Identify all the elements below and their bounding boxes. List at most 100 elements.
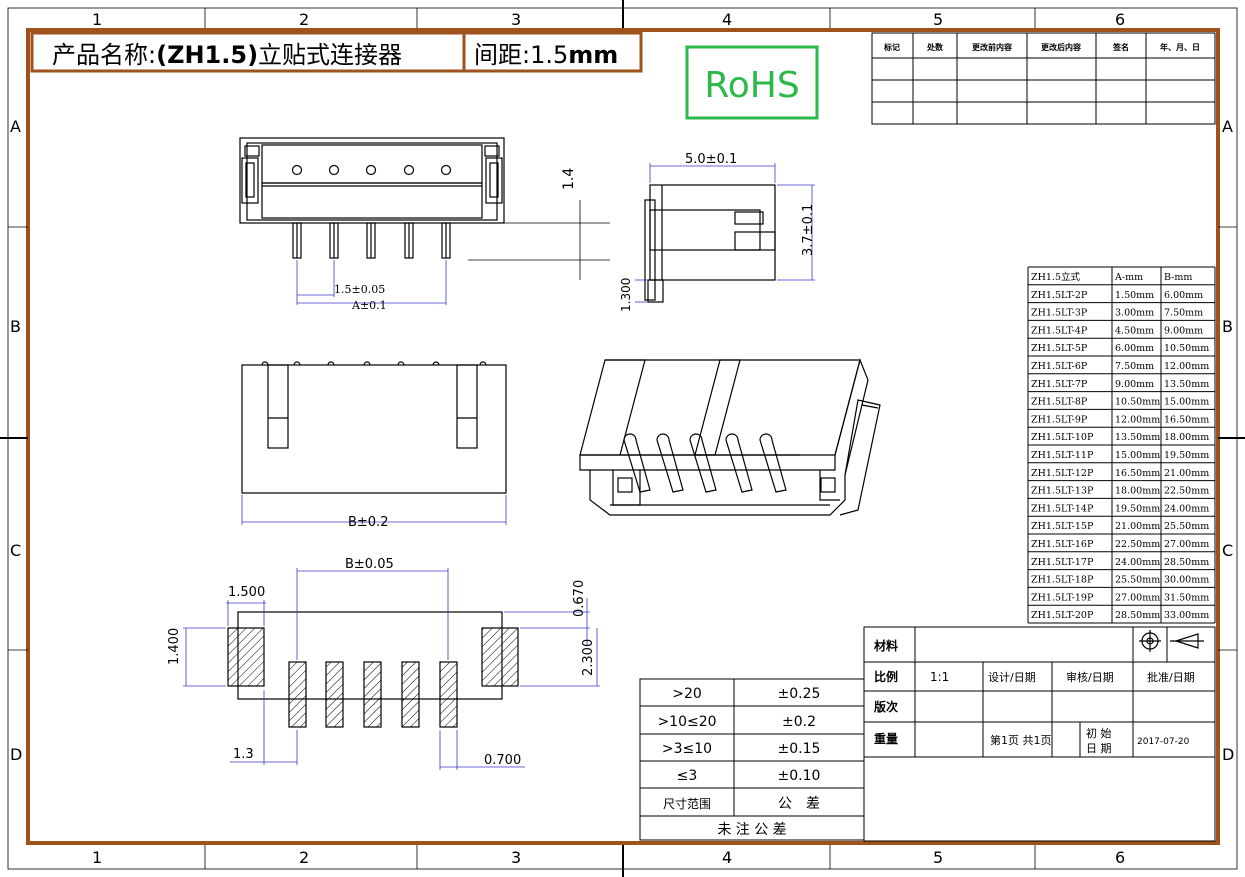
- spec-cell: 18.00mm: [1115, 486, 1160, 497]
- zone-col-1-top: 1: [92, 10, 102, 29]
- dim-pitch: 1.5±0.05: [334, 283, 385, 296]
- rev-header-before: 更改前内容: [972, 42, 1012, 52]
- spec-cell: 12.00mm: [1164, 361, 1209, 372]
- spec-cell: 30.00mm: [1164, 575, 1209, 586]
- dim-pad-width: B±0.05: [345, 557, 394, 572]
- tol-range-3: >3≤10: [662, 741, 712, 757]
- spec-cell: ZH1.5LT-4P: [1031, 325, 1088, 336]
- zone-col-4-top: 4: [722, 10, 732, 29]
- product-label: 产品名称:(ZH1.5)立贴式连接器: [52, 41, 402, 69]
- tol-value-4: ±0.10: [778, 768, 821, 784]
- rev-header-date: 年、月、日: [1160, 42, 1200, 52]
- spec-cell: ZH1.5LT-16P: [1031, 539, 1094, 550]
- main-border: [26, 28, 1220, 845]
- pitch-label: 间距:1.5mm: [474, 41, 618, 69]
- spec-cell: 27.00mm: [1164, 539, 1209, 550]
- zone-row-b-right: B: [1222, 317, 1233, 336]
- pad-dimensions: [183, 568, 600, 770]
- spec-cell: 1.50mm: [1115, 290, 1154, 301]
- spec-cell: 3.00mm: [1115, 308, 1154, 319]
- revision-table: [871, 32, 1216, 125]
- zone-labels: 1 2 3 4 5 6 1 2 3 4 5 6 A B C D A B C D: [10, 10, 1234, 867]
- dim-top-height: 1.4: [561, 168, 577, 190]
- side-view: [644, 184, 776, 303]
- info-version: 版次: [874, 699, 898, 714]
- isometric-view: [579, 358, 881, 516]
- spec-cell: 16.50mm: [1115, 468, 1160, 479]
- spec-cell: 12.00mm: [1115, 414, 1160, 425]
- dim-pad-2300: 2.300: [581, 639, 596, 676]
- spec-header-cell: B-mm: [1164, 272, 1192, 283]
- spec-cell: 13.50mm: [1164, 379, 1209, 390]
- spec-cell: 10.50mm: [1164, 343, 1209, 354]
- dim-pad-0700: 0.700: [484, 753, 521, 768]
- spec-cell: ZH1.5LT-13P: [1031, 486, 1094, 497]
- info-initial-line1: 初 始: [1086, 726, 1112, 740]
- title-block: 产品名称:(ZH1.5)立贴式连接器 间距:1.5mm: [30, 31, 643, 73]
- spec-cell: 15.00mm: [1115, 450, 1160, 461]
- spec-cell: ZH1.5LT-12P: [1031, 468, 1094, 479]
- dim-side-height: 3.7±0.1: [801, 204, 816, 256]
- spec-cell: ZH1.5LT-19P: [1031, 592, 1094, 603]
- pad-3: [363, 661, 382, 728]
- spec-cell: 9.00mm: [1164, 325, 1203, 336]
- spec-cell: ZH1.5LT-10P: [1031, 432, 1094, 443]
- dim-pad-1500: 1.500: [228, 585, 265, 600]
- spec-cell: 28.50mm: [1115, 610, 1160, 621]
- tol-range-2: >10≤20: [657, 714, 716, 730]
- zone-row-c-right: C: [1222, 541, 1233, 560]
- spec-cell: 31.50mm: [1164, 592, 1209, 603]
- dim-pad-0670: 0.670: [572, 580, 587, 617]
- dim-front-width: B±0.2: [348, 515, 389, 530]
- zone-col-5-top: 5: [933, 10, 943, 29]
- dim-side-pin: 1.300: [619, 278, 633, 312]
- zone-row-a-left: A: [10, 117, 21, 136]
- zone-col-4-bottom: 4: [722, 848, 732, 867]
- top-view: [239, 137, 505, 259]
- spec-cell: ZH1.5LT-6P: [1031, 361, 1088, 372]
- zone-col-1-bottom: 1: [92, 848, 102, 867]
- spec-cell: 6.00mm: [1164, 290, 1203, 301]
- spec-cell: 6.00mm: [1115, 343, 1154, 354]
- tol-footer: 未 注 公 差: [717, 822, 786, 838]
- spec-cell: ZH1.5LT-18P: [1031, 575, 1094, 586]
- tolerance-text: >20 ±0.25 >10≤20 ±0.2 >3≤10 ±0.15 ≤3 ±0.…: [657, 686, 820, 838]
- spec-cell: 10.50mm: [1115, 397, 1160, 408]
- info-page: 第1页 共1页: [990, 733, 1052, 747]
- rev-header-count: 处数: [926, 42, 944, 52]
- spec-cell: ZH1.5LT-5P: [1031, 343, 1088, 354]
- spec-cell: ZH1.5LT-20P: [1031, 610, 1094, 621]
- info-initial-line2: 日 期: [1086, 742, 1112, 755]
- spec-cell: 4.50mm: [1115, 325, 1154, 336]
- info-weight: 重量: [874, 731, 898, 746]
- zone-col-3-top: 3: [511, 10, 521, 29]
- zone-row-d-left: D: [10, 745, 22, 764]
- front-view: [241, 361, 507, 494]
- spec-cell: 21.00mm: [1115, 521, 1160, 532]
- spec-cell: 16.50mm: [1164, 414, 1209, 425]
- dim-pad-13: 1.3: [233, 747, 254, 762]
- dim-a: A±0.1: [351, 299, 387, 312]
- zone-row-b-left: B: [10, 317, 21, 336]
- pad-1: [288, 661, 307, 728]
- tol-value-2: ±0.2: [782, 714, 816, 730]
- tol-range-1: >20: [672, 686, 702, 702]
- zone-row-c-left: C: [10, 541, 21, 560]
- spec-cell: 25.50mm: [1115, 575, 1160, 586]
- spec-cell: ZH1.5LT-7P: [1031, 379, 1088, 390]
- spec-cell: 24.00mm: [1115, 557, 1160, 568]
- pad-left: [227, 627, 265, 687]
- tol-header-range: 尺寸范围: [663, 797, 711, 811]
- spec-cell: ZH1.5LT-14P: [1031, 503, 1094, 514]
- tol-header-tol: 公 差: [778, 796, 820, 812]
- spec-cell: ZH1.5LT-11P: [1031, 450, 1094, 461]
- rev-header-after: 更改后内容: [1041, 42, 1081, 52]
- spec-cell: ZH1.5LT-8P: [1031, 397, 1088, 408]
- spec-cell: 33.00mm: [1164, 610, 1209, 621]
- spec-cell: 19.50mm: [1164, 450, 1209, 461]
- dim-side-width: 5.0±0.1: [685, 152, 737, 167]
- spec-cell: 22.50mm: [1115, 539, 1160, 550]
- dim-pad-1400: 1.400: [167, 628, 182, 665]
